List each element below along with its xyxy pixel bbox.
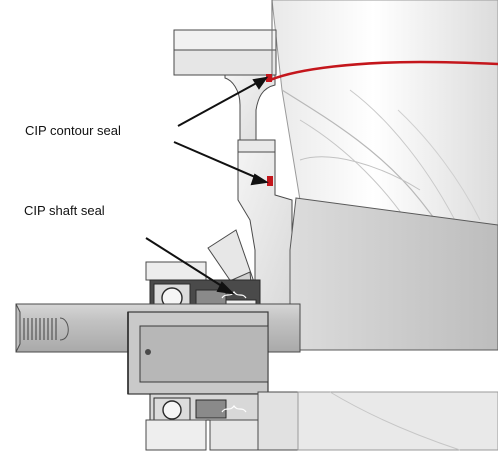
ball-bearing-icon-lower bbox=[162, 400, 182, 420]
arrowhead-contour-upper bbox=[252, 76, 269, 90]
callout-arrows bbox=[145, 76, 269, 295]
callout-arrow-icon-shaft bbox=[145, 237, 229, 291]
callout-arrow-icon-contour-lower bbox=[173, 141, 263, 181]
shaft-seal-label: CIP shaft seal bbox=[24, 203, 105, 218]
arrowhead-contour-lower bbox=[250, 173, 269, 186]
contour-seal-marker-upper bbox=[266, 74, 272, 82]
top-flange bbox=[173, 0, 277, 151]
shaft-sleeve bbox=[127, 311, 269, 395]
shaft-thread bbox=[23, 318, 57, 340]
bearing-housing-lower bbox=[145, 391, 498, 451]
arrowhead-shaft bbox=[216, 281, 235, 295]
callout-arrow-icon-contour-upper bbox=[177, 79, 263, 127]
contour-seal-marker-lower bbox=[267, 176, 273, 186]
contour-seal-line bbox=[269, 60, 498, 82]
impeller-hub bbox=[289, 197, 498, 351]
contour-seal-label: CIP contour seal bbox=[25, 123, 121, 138]
